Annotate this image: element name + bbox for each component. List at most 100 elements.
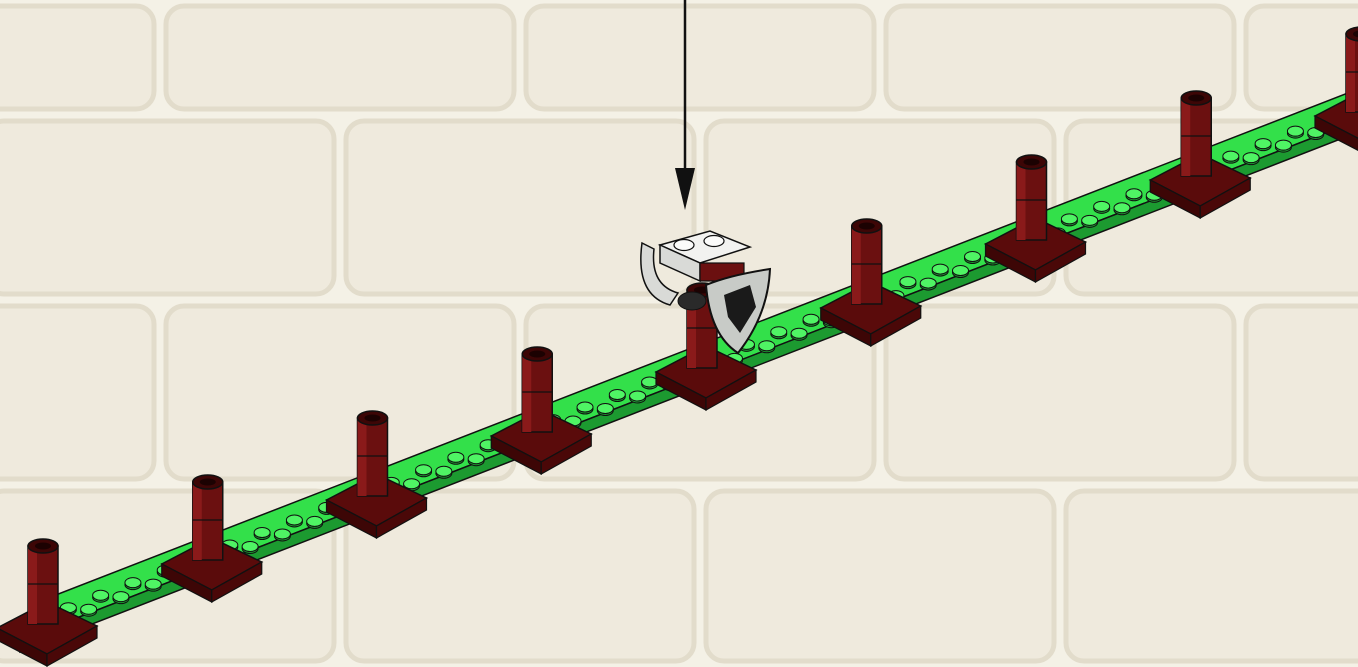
post-highlight	[192, 482, 202, 560]
stud	[92, 589, 110, 601]
stud	[1222, 150, 1240, 162]
stud	[415, 464, 433, 476]
post-plate-side	[1199, 176, 1251, 220]
stud	[285, 514, 303, 526]
post-highlight	[522, 354, 532, 432]
stud	[641, 376, 659, 388]
stud	[629, 390, 647, 402]
stone-block	[1063, 488, 1358, 664]
bracket-stud	[673, 238, 695, 252]
post	[1148, 90, 1252, 220]
stud	[964, 251, 982, 263]
stone-block	[703, 488, 1057, 664]
stud	[758, 340, 776, 352]
post-highlight	[28, 546, 37, 624]
stud	[403, 478, 421, 490]
stud	[1125, 188, 1143, 200]
stud	[1113, 202, 1131, 214]
stud	[1254, 138, 1272, 150]
post-plate-side	[705, 368, 757, 412]
post	[160, 474, 264, 604]
stud	[596, 403, 614, 415]
instruction-arrow	[675, 0, 695, 210]
stone-block	[163, 303, 517, 482]
stud	[919, 277, 937, 289]
post-plate-side	[46, 624, 98, 667]
shield-assembly	[640, 230, 772, 355]
post	[1313, 26, 1358, 152]
stone-block	[1243, 303, 1358, 482]
post-plate-side	[1314, 115, 1358, 152]
stone-block	[883, 3, 1237, 112]
post-hole	[364, 414, 381, 422]
stud	[802, 313, 820, 325]
post	[983, 154, 1088, 284]
post-highlight	[1016, 162, 1026, 240]
stud	[790, 327, 808, 339]
stud	[144, 578, 162, 590]
stud	[80, 603, 98, 615]
stud	[467, 453, 485, 465]
stud	[273, 528, 291, 540]
stud	[576, 401, 594, 413]
stone-block	[523, 3, 877, 112]
stud	[931, 263, 949, 275]
stud	[899, 276, 917, 288]
post-highlight	[687, 290, 696, 368]
stud	[124, 577, 142, 589]
stud	[253, 526, 271, 538]
stud	[1242, 152, 1260, 164]
bracket-stud	[703, 234, 725, 248]
post-highlight	[1181, 98, 1191, 176]
shield-clip	[677, 291, 707, 311]
post-hole	[529, 350, 546, 358]
post-hole	[199, 478, 216, 486]
stud	[241, 540, 259, 552]
post	[819, 218, 923, 348]
stud	[1286, 125, 1304, 137]
post	[489, 346, 593, 476]
post-plate-side	[211, 560, 263, 604]
stud	[952, 265, 970, 277]
arrow-head	[675, 168, 695, 210]
post-plate-side	[375, 496, 428, 540]
bracket-arc	[640, 241, 680, 306]
post-highlight	[1346, 34, 1355, 112]
stone-block	[0, 118, 337, 297]
stone-block	[343, 118, 697, 297]
post-highlight	[357, 418, 367, 496]
stud	[306, 515, 324, 527]
post	[0, 538, 99, 667]
post-row	[0, 26, 1358, 667]
post-plate-side	[870, 304, 922, 348]
stud	[435, 465, 453, 477]
stud	[447, 451, 465, 463]
post-hole	[1353, 30, 1358, 38]
stud	[770, 326, 788, 338]
stud	[112, 591, 130, 603]
stud	[1093, 200, 1111, 212]
post-plate-side	[1034, 240, 1087, 284]
stone-block	[163, 3, 517, 112]
stud	[1081, 214, 1099, 226]
shield-emblem	[724, 285, 756, 333]
stone-block	[343, 488, 697, 664]
stone-block	[0, 303, 157, 482]
post-plate-side	[540, 432, 592, 476]
stud	[608, 389, 626, 401]
stone-block	[0, 3, 157, 112]
stud	[1060, 213, 1078, 225]
stone-block	[883, 303, 1237, 482]
post-hole	[1188, 94, 1205, 102]
post-hole	[35, 542, 51, 550]
post	[324, 410, 429, 540]
post-top	[1345, 26, 1358, 42]
post-hole	[858, 222, 875, 230]
post-hole	[1023, 158, 1040, 166]
post-highlight	[851, 226, 861, 304]
stud	[1274, 139, 1292, 151]
stone-block	[1243, 3, 1358, 112]
